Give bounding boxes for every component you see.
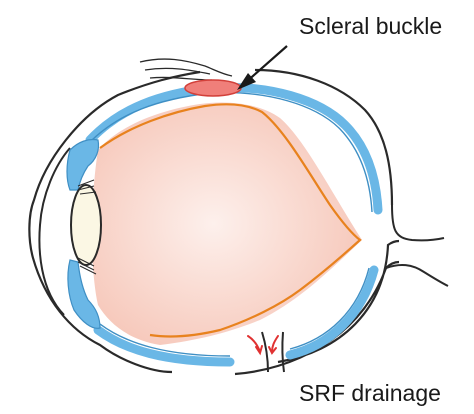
optic-nerve-lower <box>385 263 449 287</box>
label-scleral-buckle: Scleral buckle <box>299 13 442 39</box>
scleral-buckle <box>184 79 242 97</box>
ciliary-body-upper <box>66 138 100 191</box>
vitreous-body <box>92 102 362 345</box>
buckle-suture <box>139 58 233 81</box>
retina-line <box>99 103 362 338</box>
arrow-icon <box>237 45 288 90</box>
cornea-outline <box>38 147 71 316</box>
choroid-band-upper <box>85 82 383 215</box>
choroid-band-upper-edge <box>85 91 373 213</box>
drainage-site <box>261 331 285 373</box>
choroid-band-lower-edge <box>99 267 370 357</box>
lens <box>70 184 102 266</box>
sclera-outline <box>28 68 400 376</box>
zonules <box>77 179 97 275</box>
choroid-band-lower <box>93 265 379 367</box>
label-srf-drainage: SRF drainage <box>299 380 441 406</box>
ciliary-body-lower <box>67 259 101 329</box>
drainage-arrows-icon <box>247 335 279 356</box>
optic-nerve-upper <box>391 204 445 242</box>
